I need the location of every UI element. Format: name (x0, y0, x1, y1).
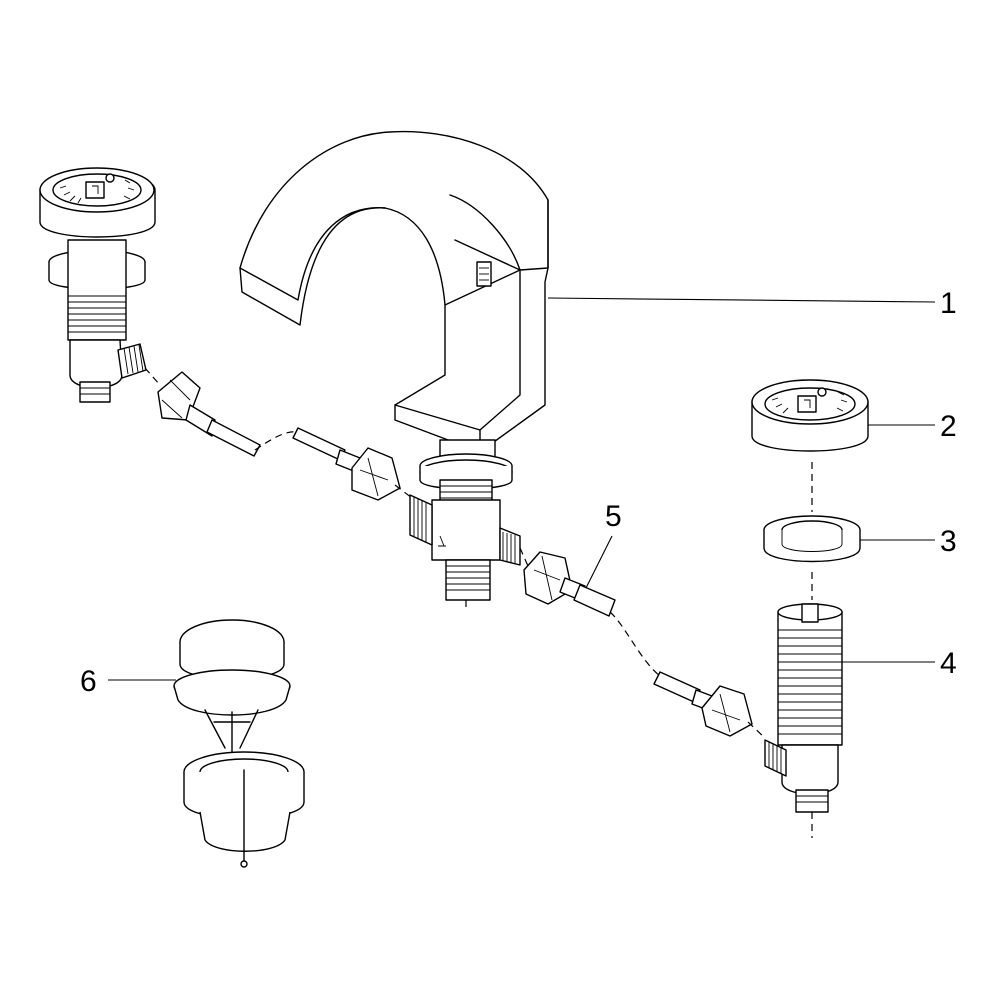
hose-center-left (292, 427, 401, 501)
drain-assembly-part-6 (173, 619, 305, 868)
right-handle-part-2 (751, 379, 869, 452)
callout-5: 5 (605, 500, 622, 533)
callout-2: 2 (940, 410, 957, 443)
callout-3: 3 (940, 525, 957, 558)
hose-right (653, 671, 753, 737)
callout-4: 4 (940, 647, 957, 680)
hose-left (157, 371, 261, 457)
spout-assembly (239, 130, 549, 601)
connection-lines (144, 367, 813, 838)
callout-1: 1 (940, 287, 957, 320)
right-valve-body-part-4 (764, 603, 843, 813)
left-valve-assembly (39, 167, 156, 403)
leader-lines (108, 297, 936, 681)
hose-center-right (523, 551, 616, 617)
callout-6: 6 (80, 665, 97, 698)
right-ring-part-3 (763, 515, 861, 563)
